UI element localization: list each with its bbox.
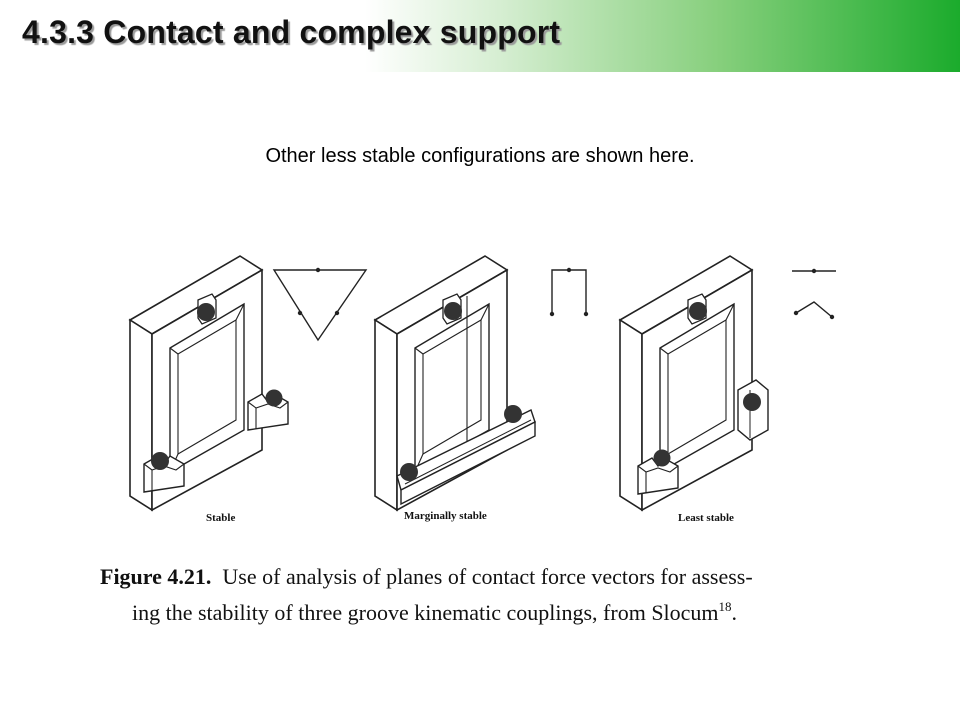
caption-text-2: ing the stability of three groove kinema… xyxy=(132,600,719,625)
caption-text-1: Use of analysis of planes of contact for… xyxy=(222,564,753,589)
label-least: Least stable xyxy=(678,512,734,524)
least-plane-diagram xyxy=(792,268,836,320)
caption-line-1: Figure 4.21. Use of analysis of planes o… xyxy=(100,562,880,592)
slide-subtitle: Other less stable configurations are sho… xyxy=(265,145,695,167)
least-coupling: Least stable xyxy=(619,255,769,524)
caption-end: . xyxy=(731,600,738,625)
figure-kinematic-couplings: Stable Marginally stable xyxy=(100,240,880,540)
marginal-coupling: Marginally stable xyxy=(374,255,536,522)
title-bar: 4.3.3 Contact and complex support xyxy=(0,0,960,72)
figure-caption: Figure 4.21. Use of analysis of planes o… xyxy=(100,562,880,628)
caption-reference: 18 xyxy=(718,599,732,614)
caption-line-2: ing the stability of three groove kinema… xyxy=(100,592,880,628)
label-stable: Stable xyxy=(206,512,235,524)
stable-plane-diagram xyxy=(272,267,368,342)
label-marginal: Marginally stable xyxy=(404,510,487,522)
figure-drawing: Stable Marginally stable xyxy=(129,255,836,524)
slide-title: 4.3.3 Contact and complex support xyxy=(22,14,561,50)
marginal-plane-diagram xyxy=(549,267,589,317)
stable-coupling: Stable xyxy=(129,255,289,524)
figure-number: Figure 4.21. xyxy=(100,564,212,589)
